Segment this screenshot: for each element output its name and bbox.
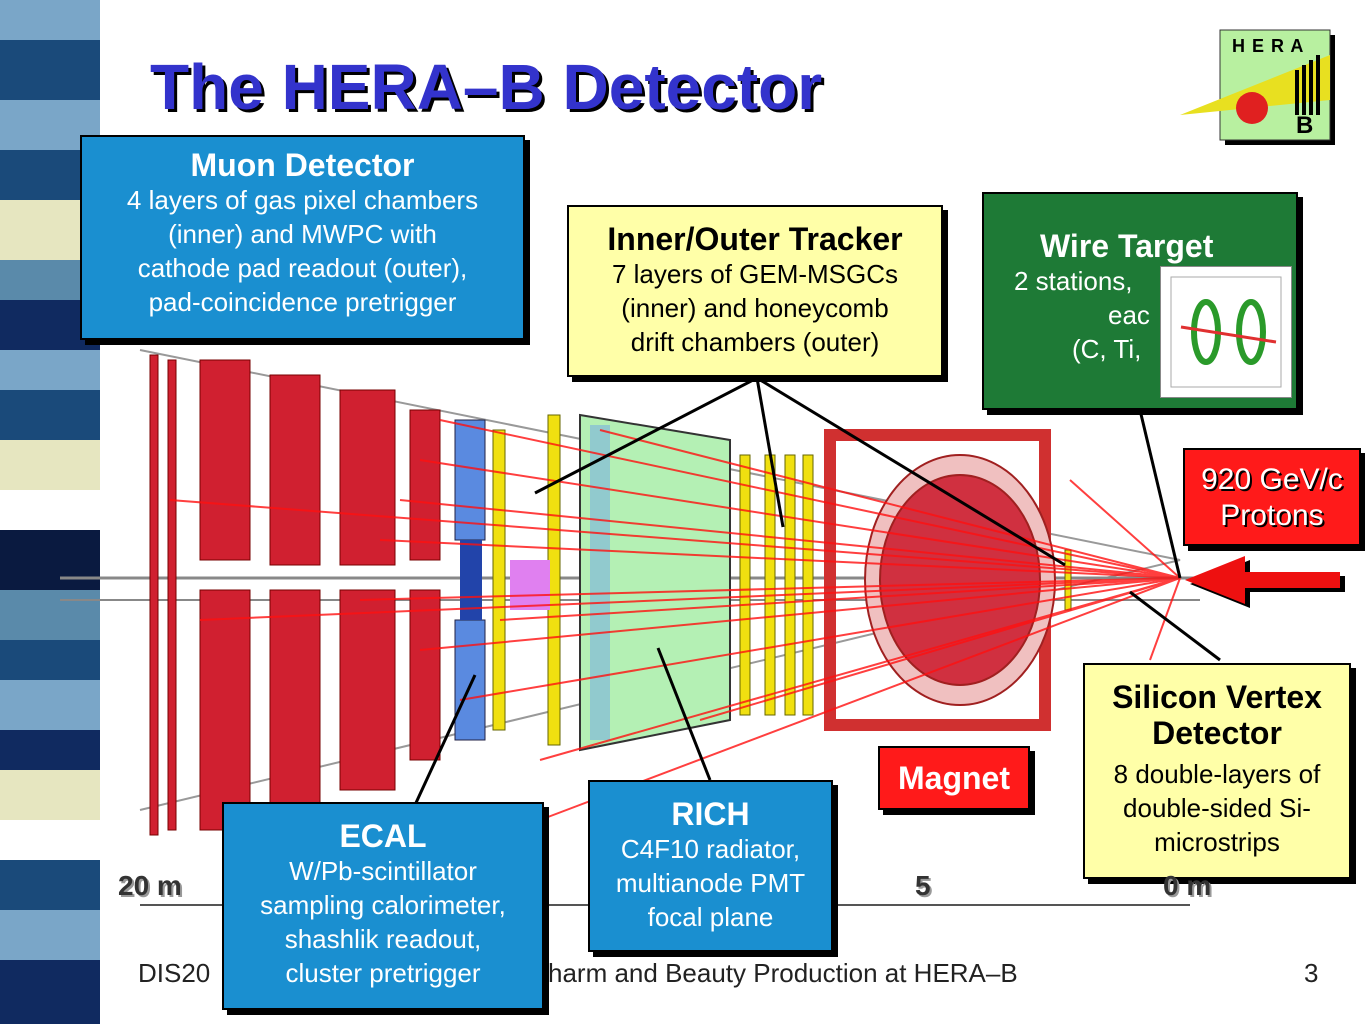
wire-target-box: Wire Target 2 stations, eac (C, Ti, — [982, 192, 1298, 410]
hera-logo-sub: B — [1296, 112, 1314, 139]
muon-line: cathode pad readout (outer), — [137, 253, 468, 283]
magnet-box: Magnet — [878, 746, 1030, 810]
tracker-line: 7 layers of GEM-MSGCs — [611, 259, 899, 289]
page-number: 3 — [1304, 958, 1319, 988]
wire-line: 2 stations, — [1014, 266, 1133, 296]
footer-left: DIS20 — [138, 958, 211, 988]
ecal-line: sampling calorimeter, — [260, 890, 506, 920]
wire-line: (C, Ti, — [1072, 334, 1142, 364]
silicon-heading: Silicon Vertex — [1112, 679, 1322, 715]
hera-logo-text: H E R A — [1232, 36, 1305, 56]
rich-line: multianode PMT — [615, 868, 806, 898]
tracker-box: Inner/Outer Tracker 7 layers of GEM-MSGC… — [567, 205, 943, 377]
muon-heading: Muon Detector — [190, 147, 415, 183]
silicon-heading: Detector — [1152, 715, 1282, 751]
ecal-heading: ECAL — [339, 818, 427, 854]
acceptance-outline — [139, 349, 1181, 811]
rich-line: focal plane — [647, 902, 774, 932]
wire-line: eac — [1108, 300, 1150, 330]
muon-absorber — [149, 354, 441, 836]
particle-tracks — [169, 419, 1181, 821]
muon-detector-box: Muon Detector 4 layers of gas pixel cham… — [80, 135, 525, 340]
slide-title: The HERA–B Detector — [150, 51, 823, 123]
rich-mirror — [510, 560, 550, 610]
silicon-vertex-box: Silicon Vertex Detector 8 double-layers … — [1083, 663, 1351, 879]
ecal-line: cluster pretrigger — [285, 958, 481, 988]
tracker-line: drift chambers (outer) — [630, 327, 880, 357]
silicon-line: microstrips — [1154, 827, 1280, 857]
tracker-heading: Inner/Outer Tracker — [607, 221, 903, 257]
ecal-box: ECAL W/Pb-scintillator sampling calorime… — [222, 802, 544, 1010]
silicon-line: double-sided Si- — [1123, 793, 1311, 823]
protons-label: Protons — [1220, 499, 1324, 532]
silicon-line: 8 double-layers of — [1113, 759, 1321, 789]
scale-label-5: 5 — [915, 870, 931, 901]
muon-line: (inner) and MWPC with — [168, 219, 437, 249]
wire-heading: Wire Target — [1040, 228, 1214, 264]
rich-line: C4F10 radiator, — [620, 834, 801, 864]
rich-box: RICH C4F10 radiator, multianode PMT foca… — [588, 780, 833, 952]
magnet-heading: Magnet — [898, 760, 1010, 796]
ecal-lower — [454, 619, 486, 741]
proton-arrow-icon — [1185, 556, 1345, 608]
scale-label-0m: 0 m — [1163, 870, 1212, 901]
pointer-lines — [413, 376, 1221, 806]
footer-center: harm and Beauty Production at HERA–B — [548, 958, 1018, 988]
muon-line: pad-coincidence pretrigger — [148, 287, 457, 317]
muon-line: 4 layers of gas pixel chambers — [126, 185, 479, 215]
protons-energy: 920 GeV/c — [1201, 463, 1343, 496]
tracker-line: (inner) and honeycomb — [621, 293, 889, 323]
ecal-line: shashlik readout, — [284, 924, 482, 954]
rich-vessel — [579, 413, 731, 752]
ecal-inner — [460, 540, 482, 620]
hera-b-logo — [1180, 29, 1335, 145]
ecal-line: W/Pb-scintillator — [289, 856, 477, 886]
wire-target-image — [1160, 266, 1292, 398]
magnet-drawing — [824, 429, 1056, 731]
rich-heading: RICH — [671, 796, 750, 832]
protons-box: 920 GeV/c Protons — [1183, 448, 1361, 546]
scale-label-20m: 20 m — [118, 870, 182, 901]
